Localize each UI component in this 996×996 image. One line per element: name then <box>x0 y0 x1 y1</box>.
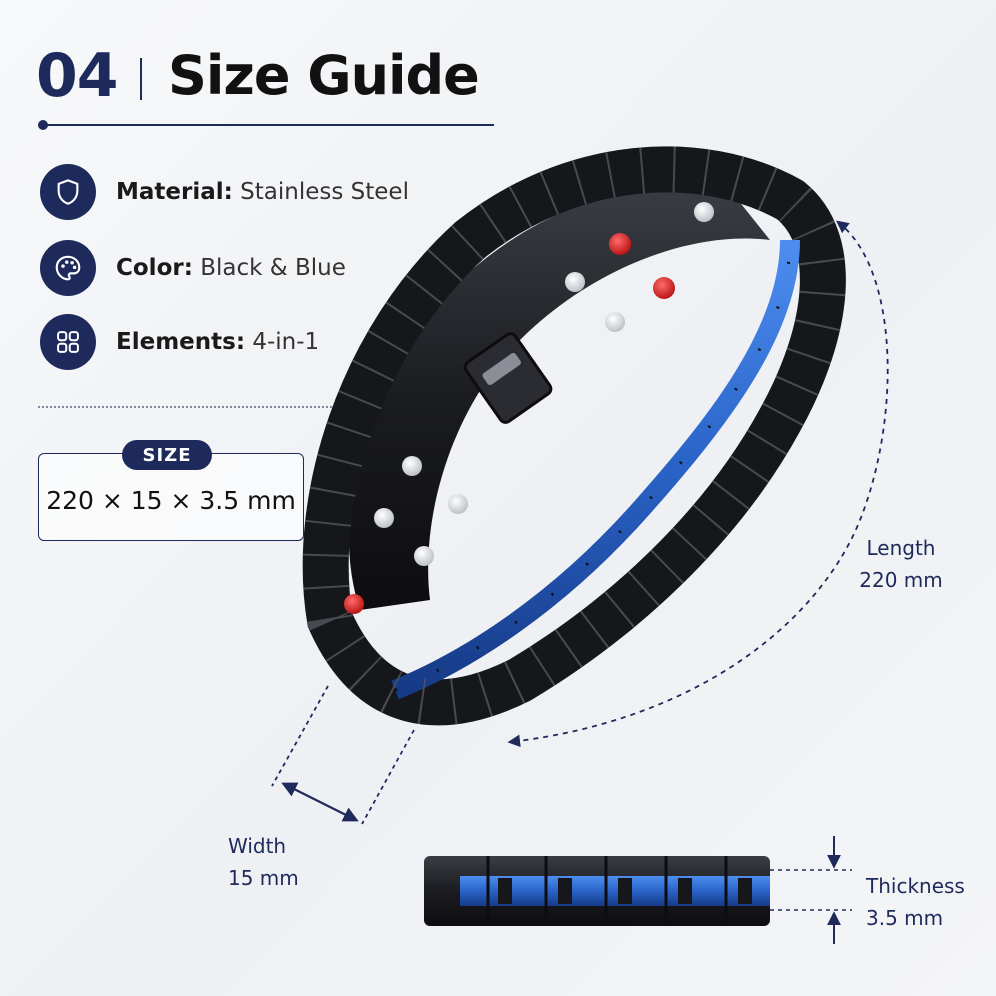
spec-elements: Elements: 4-in-1 <box>40 314 440 370</box>
spec-label: Elements: <box>116 329 246 355</box>
thickness-label-title: Thickness <box>866 874 965 898</box>
dotted-divider <box>38 406 360 408</box>
section-number: 04 <box>36 41 118 111</box>
width-dimension-line <box>271 685 415 825</box>
spec-value: Black & Blue <box>200 255 346 281</box>
thickness-label: Thickness 3.5 mm <box>866 870 990 934</box>
spec-label: Color: <box>116 255 193 281</box>
spec-color: Color: Black & Blue <box>40 240 440 296</box>
grid-icon <box>40 314 96 370</box>
length-dimension-line <box>507 220 889 748</box>
spec-value: 4-in-1 <box>252 329 320 355</box>
thickness-dimension-line <box>770 836 852 944</box>
width-label-title: Width <box>228 834 287 858</box>
page-title: Size Guide <box>168 44 480 107</box>
spec-value: Stainless Steel <box>240 179 409 205</box>
length-label: Length 220 mm <box>846 532 956 596</box>
length-label-value: 220 mm <box>859 568 943 592</box>
size-value: 220 × 15 × 3.5 mm <box>46 486 296 515</box>
title-underline-dot <box>38 120 48 130</box>
shield-icon <box>40 164 96 220</box>
palette-icon <box>40 240 96 296</box>
spec-material: Material: Stainless Steel <box>40 164 440 220</box>
spec-label: Material: <box>116 179 233 205</box>
width-label: Width 15 mm <box>228 830 324 894</box>
bracelet-loop <box>302 146 846 726</box>
title-underline <box>44 124 494 126</box>
bracelet-side-view <box>424 856 770 926</box>
length-label-title: Length <box>866 536 936 560</box>
thickness-label-value: 3.5 mm <box>866 906 944 930</box>
size-tag: SIZE <box>122 440 212 470</box>
width-label-value: 15 mm <box>228 866 299 890</box>
title-separator <box>140 58 142 100</box>
